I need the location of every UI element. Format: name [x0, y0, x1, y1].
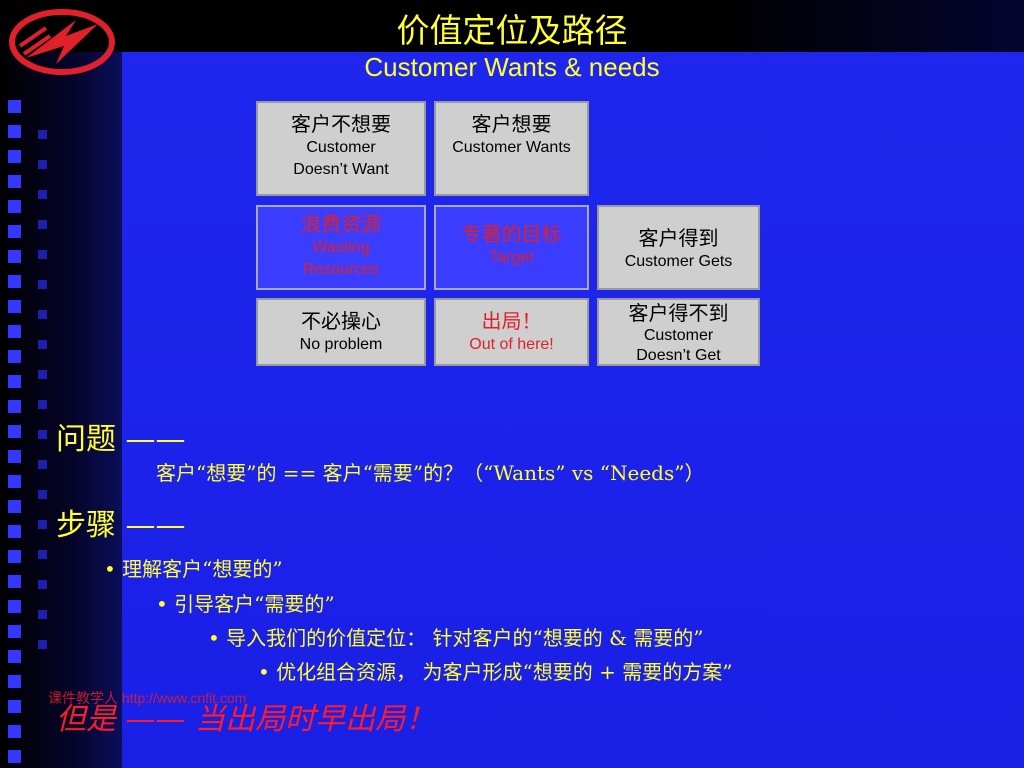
box-label-cn: 客户想要: [471, 112, 552, 136]
box-label-cn: 客户得不到: [628, 301, 729, 325]
box-label-en: Out of here!: [469, 336, 554, 353]
box-label-en: Doesn’t Want: [293, 161, 389, 178]
box-label-en: Resources: [302, 261, 380, 278]
box-customer-doesnt-get: 客户得不到 Customer Doesn’t Get: [597, 298, 760, 366]
slide-title-en: Customer Wants & needs: [364, 52, 660, 82]
box-label-cn: 不必操心: [301, 309, 381, 333]
box-label-en: Customer Gets: [624, 253, 733, 270]
step-bullet-4: • 优化组合资源， 为客户形成“想要的 + 需要的方案”: [258, 660, 733, 684]
box-label-en: Customer: [306, 139, 376, 156]
box-label-cn: 客户得到: [638, 226, 719, 250]
question-body: 客户“想要”的 == 客户“需要”的？（“Wants” vs “Needs”）: [156, 461, 705, 485]
question-heading: 问题 ——: [56, 422, 186, 457]
box-target: 专著的目标 Target: [434, 205, 589, 290]
box-no-problem: 不必操心 No problem: [256, 298, 426, 366]
steps-heading: 步骤 ——: [56, 508, 186, 543]
decor-squares-inner: [38, 0, 58, 768]
step-bullet-1: • 理解客户“想要的”: [104, 557, 283, 581]
box-label-cn: 出局！: [481, 309, 542, 333]
box-wasting-resources: 浪费资源 Wasting Resources: [256, 205, 426, 290]
box-customer-wants: 客户想要 Customer Wants: [434, 101, 589, 196]
box-label-en: Doesn’t Get: [636, 347, 721, 364]
box-label-en: No problem: [299, 336, 383, 353]
slide-title-cn: 价值定位及路径: [396, 11, 628, 50]
footer-conclusion: 但是 —— 当出局时早出局！: [56, 702, 436, 737]
box-label-en: Customer: [643, 327, 714, 344]
step-bullet-2: • 引导客户“需要的”: [156, 592, 335, 616]
box-label-cn: 浪费资源: [301, 212, 381, 236]
box-label-cn: 专著的目标: [461, 222, 562, 246]
box-label-cn: 客户不想要: [291, 112, 391, 136]
top-decor-band: [0, 0, 1024, 52]
box-label-en: Target: [489, 249, 534, 266]
step-bullet-3: • 导入我们的价值定位： 针对客户的“想要的 & 需要的”: [208, 626, 704, 650]
box-customer-dont-want: 客户不想要 Customer Doesn’t Want: [256, 101, 426, 196]
watermark-link: 课件教学人 http://www.cnfit.com: [48, 690, 247, 706]
box-customer-gets: 客户得到 Customer Gets: [597, 205, 760, 290]
box-label-en: Wasting: [312, 239, 370, 256]
logo-icon: [9, 9, 115, 75]
box-label-en: Customer Wants: [452, 139, 571, 156]
decor-squares: [8, 0, 28, 768]
box-out-of-here: 出局！ Out of here!: [434, 298, 589, 366]
